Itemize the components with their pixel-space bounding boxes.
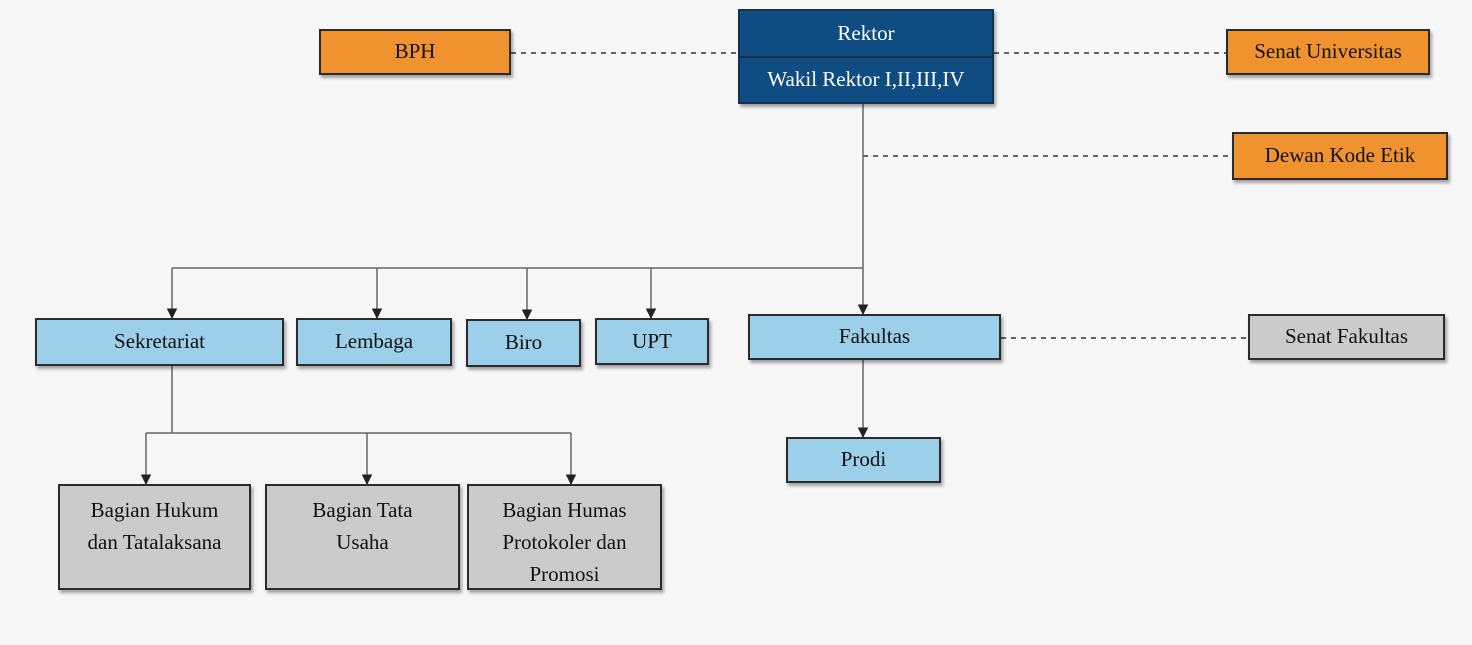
senat-universitas-box: Senat Universitas bbox=[1226, 29, 1430, 75]
bagian-humas-line-2: Protokoler dan bbox=[502, 530, 627, 554]
senat-fakultas-box: Senat Fakultas bbox=[1248, 314, 1445, 360]
sekretariat-box: Sekretariat bbox=[35, 318, 284, 366]
bagian-tata-usaha-box: Bagian Tata Usaha bbox=[265, 484, 460, 590]
rektor-title: Rektor bbox=[837, 20, 895, 45]
bagian-hukum-line-1: Bagian Hukum bbox=[90, 498, 219, 522]
bagian-tata-usaha-line-2: Usaha bbox=[336, 530, 389, 554]
bagian-tata-usaha-line-1: Bagian Tata bbox=[312, 498, 413, 522]
rektor-box: Rektor Wakil Rektor I,II,III,IV bbox=[738, 9, 994, 104]
prodi-box: Prodi bbox=[786, 437, 941, 483]
bagian-humas-line-3: Promosi bbox=[529, 562, 600, 586]
bph-box: BPH bbox=[319, 29, 511, 75]
lembaga-box: Lembaga bbox=[296, 318, 452, 366]
bagian-hukum-box: Bagian Hukum dan Tatalaksana bbox=[58, 484, 251, 590]
fakultas-box: Fakultas bbox=[748, 314, 1001, 360]
bagian-hukum-line-2: dan Tatalaksana bbox=[87, 530, 222, 554]
bagian-humas-line-1: Bagian Humas bbox=[502, 498, 627, 522]
wakil-rektor-label: Wakil Rektor I,II,III,IV bbox=[740, 55, 992, 103]
biro-box: Biro bbox=[466, 319, 581, 367]
upt-box: UPT bbox=[595, 318, 709, 365]
bagian-humas-box: Bagian Humas Protokoler dan Promosi bbox=[467, 484, 662, 590]
dewan-kode-etik-box: Dewan Kode Etik bbox=[1232, 132, 1448, 180]
